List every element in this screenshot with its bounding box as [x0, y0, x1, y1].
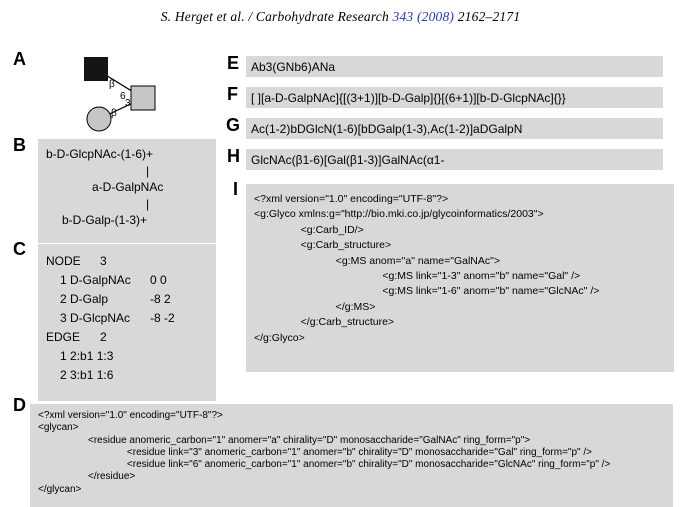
condensed-2d-panel: b-D-GlcpNAc-(1-6)+ | a-D-GalpNAc | b-D-G… [38, 139, 216, 243]
panel-label-d: D [13, 395, 26, 415]
kcf-node-name: 3 D-GlcpNAc [60, 311, 131, 325]
kcf-node-count: 3 [100, 254, 107, 268]
condensed-line: b-D-Galp-(1-3)+ [62, 213, 148, 227]
condensed-line: a-D-GalpNAc [92, 180, 164, 194]
kcf-node-row: 3 D-GlcpNAc -8 -2 [46, 309, 216, 328]
kcf-node-row: 1 D-GalpNAc 0 0 [46, 271, 216, 290]
panel-label-h: H [227, 146, 240, 166]
bcsdb-text: Ac(1-2)bDGlcN(1-6)[bDGalp(1-3),Ac(1-2)]a… [251, 121, 523, 136]
linearcode-text: Ab3(GNb6)ANa [251, 59, 336, 74]
panel-label-a: A [13, 49, 26, 69]
kcf-edge-count: 2 [100, 330, 107, 344]
panel-label-i: I [233, 179, 239, 199]
iupac-bar: GlcNAc(β1-6)[Gal(β1-3)]GalNAc(α1- [246, 149, 663, 170]
bond2-position-label: 3 [125, 98, 131, 109]
panel-label-f: F [227, 84, 238, 104]
panel-label-g: G [226, 115, 241, 135]
kcf-node-coords: -8 -2 [150, 311, 175, 325]
gal-gray-circle-icon [86, 106, 112, 132]
linearcode-bar: Ab3(GNb6)ANa [246, 56, 663, 77]
citation-volume-year-link[interactable]: 343 (2008) [392, 9, 455, 24]
kcf-edge-row: 2 3:b1 1:6 [60, 368, 114, 382]
panel-label-b: B [13, 135, 26, 155]
citation-pages: 2162–2171 [454, 9, 521, 24]
kcf-edge-header: EDGE 2 [46, 328, 216, 347]
galnac-gray-square-icon [130, 85, 156, 111]
bond2-anomer-label: β [111, 108, 117, 119]
bond1-position-label: 6 [120, 91, 126, 102]
kcf-node-name: 2 D-Galp [60, 292, 109, 306]
condensed-line: b-D-GlcpNAc-(1-6)+ [46, 147, 154, 161]
branch-bar: | [146, 196, 150, 211]
citation-authors-journal: S. Herget et al. / Carbohydrate Research [160, 9, 393, 24]
kcf-node-keyword: NODE [46, 254, 81, 268]
kcf-edge-keyword: EDGE [46, 330, 81, 344]
glycan-symbol-diagram: β 6 β 3 [75, 53, 195, 139]
panel-label-c: C [13, 239, 26, 259]
branch-bar: | [146, 163, 150, 178]
kcf-node-row: 2 D-Galp -8 2 [46, 290, 216, 309]
running-head: S. Herget et al. / Carbohydrate Research… [0, 9, 681, 25]
kcf-node-coords: 0 0 [150, 273, 167, 287]
kcf-node-coords: -8 2 [150, 292, 171, 306]
bcsdb-bar: Ac(1-2)bDGlcN(1-6)[bDGalp(1-3),Ac(1-2)]a… [246, 118, 663, 139]
glycoml-xml-code: <?xml version="1.0" encoding="UTF-8"?> <… [246, 184, 674, 372]
panel-label-e: E [227, 53, 240, 73]
glycan-xml-code: <?xml version="1.0" encoding="UTF-8"?> <… [30, 404, 673, 507]
glycan-diagram-art [84, 57, 156, 132]
iupac-text: GlcNAc(β1-6)[Gal(β1-3)]GalNAc(α1- [251, 152, 445, 167]
kcf-edge-row: 1 2:b1 1:3 [60, 349, 114, 363]
kcf-panel: NODE 3 1 D-GalpNAc 0 0 2 D-Galp -8 2 3 D-Gl… [38, 244, 216, 401]
kcf-node-name: 1 D-GalpNAc [60, 273, 131, 287]
kcf-node-header: NODE 3 [46, 252, 216, 271]
linucs-bar: [ ][a-D-GalpNAc]{[(3+1)][b-D-Galp]{}[(6+… [246, 87, 663, 108]
bond1-anomer-label: β [109, 79, 115, 90]
linucs-text: [ ][a-D-GalpNAc]{[(3+1)][b-D-Galp]{}[(6+… [251, 90, 566, 105]
glcnac-black-square-icon [84, 57, 108, 81]
